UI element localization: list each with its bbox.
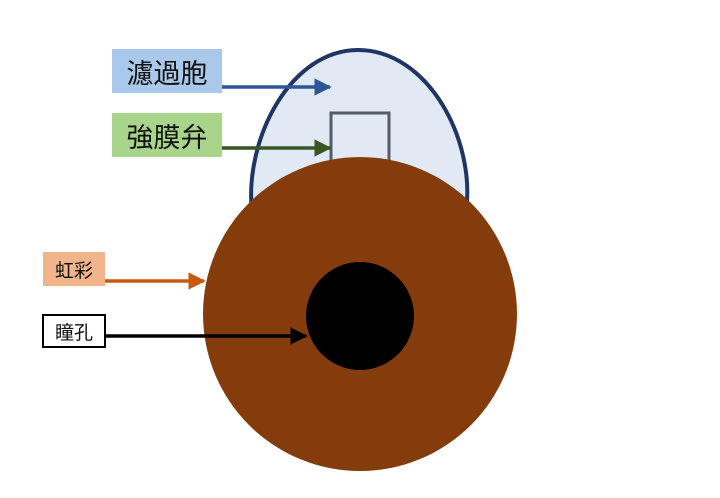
iris-label: 虹彩 xyxy=(43,252,105,286)
pupil-label: 瞳孔 xyxy=(42,314,106,348)
scleral-flap-label: 強膜弁 xyxy=(112,113,222,157)
bleb-label: 濾過胞 xyxy=(112,49,222,93)
pupil-shape xyxy=(306,262,414,370)
